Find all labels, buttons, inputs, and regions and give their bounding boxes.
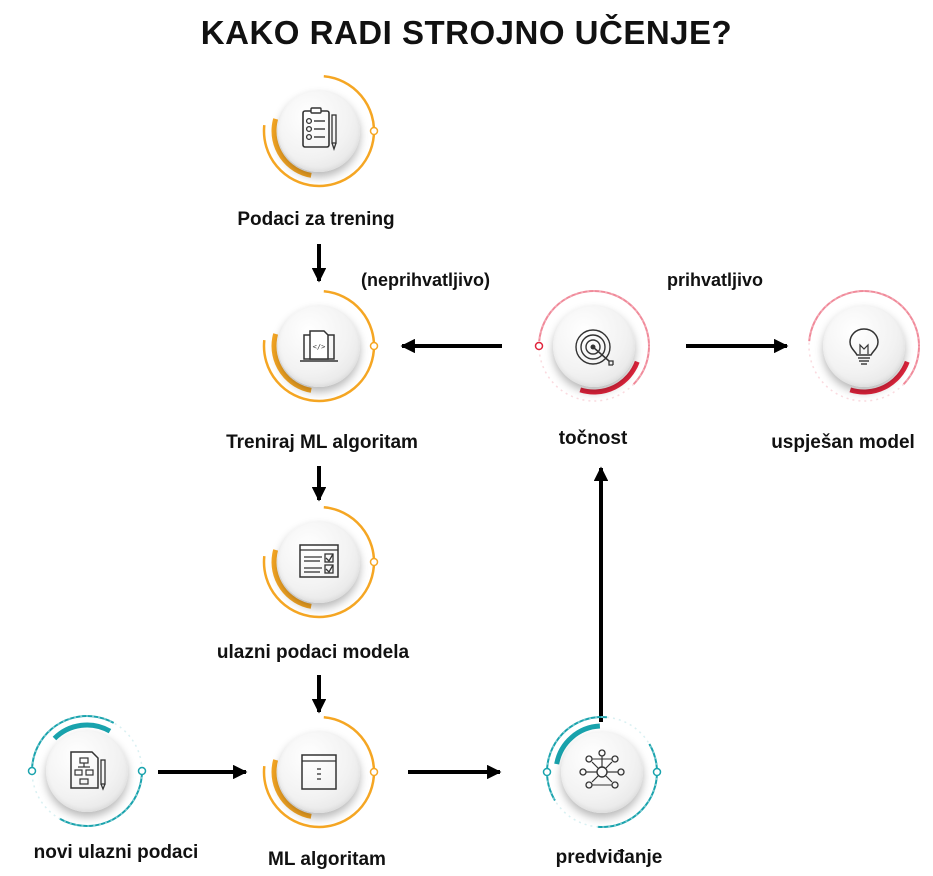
node-disc [46,730,128,812]
node-label-accuracy: točnost [558,428,628,449]
network-icon [579,749,625,789]
target-icon [575,329,614,366]
node-prediction [537,707,667,837]
node-ml-algorithm [254,707,384,837]
edge-label-unacceptable: (neprihvatljivo) [361,270,491,290]
node-ring [27,715,147,827]
node-ring [262,715,379,829]
node-ring [262,74,379,188]
node-training-data [254,66,384,196]
form-checkbox-icon [299,544,339,578]
node-disc [278,731,360,813]
node-label-training-data: Podaci za trening [237,209,395,230]
node-ring [534,290,651,402]
node-accuracy [529,281,659,411]
node-ring [262,505,379,619]
node-successful-model [799,281,929,411]
node-label-model-input: ulazni podaci modela [216,642,410,663]
node-ring [808,290,921,402]
node-label-new-input: novi ulazni podaci [33,842,199,863]
checklist-icon [302,107,337,152]
node-disc [278,521,360,603]
node-model-input [254,497,384,627]
lightbulb-icon [849,328,879,365]
node-label-prediction: predviđanje [555,847,663,868]
node-disc [561,731,643,813]
node-ring [262,289,379,403]
node-label-ml-algorithm: ML algoritam [268,849,386,870]
node-disc [278,90,360,172]
node-ring [542,716,662,828]
node-train-algorithm: </> [254,281,384,411]
flowchart-document-icon [70,751,106,791]
svg-text:</>: </> [313,343,326,351]
node-label-train-algorithm: Treniraj ML algoritam [226,432,418,453]
code-document-icon: </> [300,330,338,362]
node-new-input [22,706,152,836]
window-icon [301,754,337,790]
node-disc [823,305,905,387]
node-label-successful-model: uspješan model [771,432,915,453]
edge-label-acceptable: prihvatljivo [667,270,764,290]
page-title: KAKO RADI STROJNO UČENJE? [200,14,733,51]
